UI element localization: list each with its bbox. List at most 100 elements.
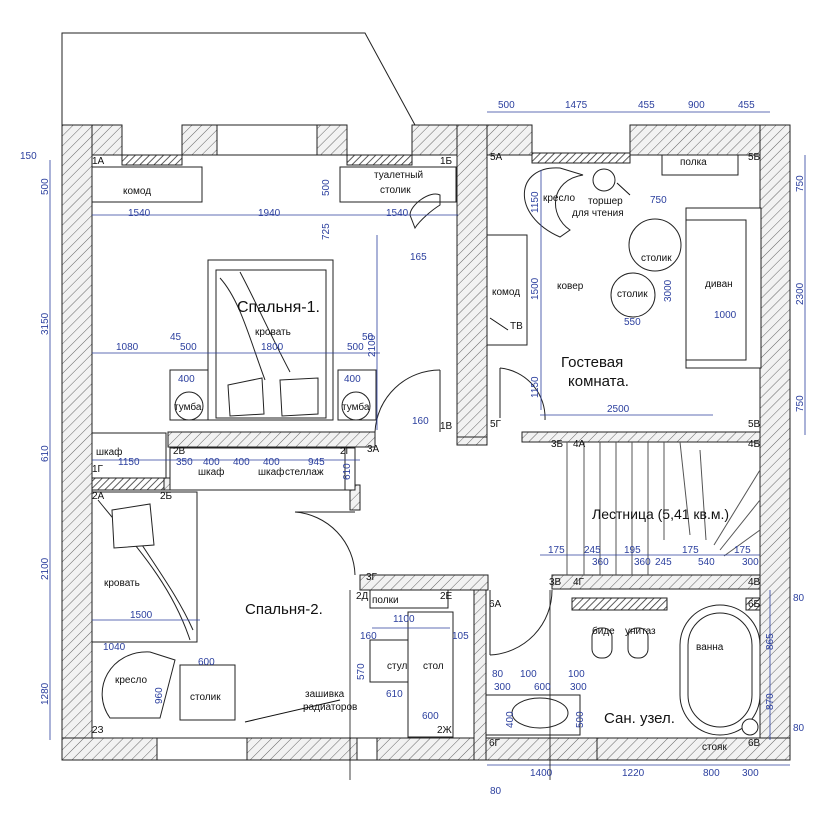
dimension-label: 1080 [116, 342, 139, 353]
furniture-label-shelving: стеллаж [285, 467, 324, 478]
furniture [91, 154, 762, 738]
dimension-label: 750 [650, 195, 667, 206]
dimension-label: 500 [347, 342, 364, 353]
point-label-4G: 4Г [573, 577, 584, 588]
room-label-bedroom-2: Спальня-2. [245, 601, 323, 618]
furniture-label-riser: стояк [702, 742, 727, 753]
point-label-2E: 2Е [440, 591, 453, 602]
dimension-lines [49, 111, 806, 766]
dimension-label: 160 [360, 631, 377, 642]
dimension-label: 865 [765, 633, 776, 650]
point-label-3A: 3А [367, 444, 380, 455]
room-label-bedroom-1: Спальня-1. [237, 299, 320, 316]
furniture-label-armchair-1: кресло [543, 193, 576, 204]
dimension-label: 400 [178, 374, 195, 385]
dimension-label: 1040 [103, 642, 126, 653]
dimension-label: 1150 [530, 376, 541, 398]
dimension-label: 1150 [530, 191, 541, 213]
dimension-label: 500 [498, 100, 515, 111]
dimension-label: 610 [386, 689, 403, 700]
dimension-label: 570 [356, 663, 367, 680]
dimension-label: 960 [154, 687, 165, 704]
point-label-1G: 1Г [92, 464, 103, 475]
dimension-label: 1500 [530, 277, 541, 300]
dimension-label: 610 [40, 445, 51, 462]
point-label-3G: 3Г [366, 572, 377, 583]
dimension-label: 500 [575, 711, 586, 728]
furniture-label-nightstand-left: тумба [174, 402, 202, 413]
dimension-label: 300 [742, 557, 759, 568]
point-label-4A: 4А [573, 439, 586, 450]
dimension-label: 175 [682, 545, 699, 556]
leader-arrows [244, 182, 631, 723]
furniture-label-bathtub: ванна [696, 642, 724, 653]
point-label-1A: 1А [92, 156, 105, 167]
furniture-label-floor-lamp-line2: для чтения [572, 208, 624, 219]
furniture-label-bed-2: кровать [104, 578, 140, 589]
dimension-label: 750 [795, 395, 806, 412]
dimension-label: 2100 [367, 334, 378, 357]
dimension-label: 105 [452, 631, 469, 642]
dimension-label: 600 [534, 682, 551, 693]
pillows [111, 377, 319, 549]
furniture-label-desk: стол [423, 661, 444, 672]
point-label-4V: 4В [748, 577, 761, 588]
room-label-staircase: Лестница (5,41 кв.м.) [592, 506, 730, 522]
door-swings [294, 367, 553, 656]
dimension-label: 80 [492, 669, 504, 680]
dimension-label: 1150 [118, 457, 140, 468]
dimension-label: 3150 [40, 312, 51, 335]
dimension-label: 245 [655, 557, 672, 568]
point-label-5V: 5В [748, 419, 761, 430]
dimension-label: 245 [584, 545, 601, 556]
point-label-6A: 6А [489, 599, 502, 610]
point-label-2Z: 2З [92, 725, 104, 736]
point-label-1V: 1В [440, 421, 453, 432]
point-label-6G: 6Г [489, 738, 500, 749]
furniture-label-sofa: диван [705, 279, 733, 290]
point-label-5A: 5А [490, 152, 503, 163]
furniture-label-floor-lamp-line1: торшер [588, 196, 623, 207]
dimension-label: 3000 [663, 279, 674, 302]
balcony-outline [61, 32, 416, 126]
dimension-label: 300 [570, 682, 587, 693]
room-label-guest-room-line2: комната. [568, 373, 629, 390]
dimension-label: 300 [494, 682, 511, 693]
point-label-1B: 1Б [440, 156, 453, 167]
dimension-label: 1280 [40, 682, 51, 705]
furniture-label-armchair-2: кресло [115, 675, 148, 686]
furniture-label-toilet: унитаз [625, 626, 656, 637]
armchairs [101, 167, 584, 719]
dimension-label: 600 [198, 657, 215, 668]
furniture-label-radiator-cover-line2: радиаторов [303, 702, 358, 713]
dimension-label: 80 [490, 786, 502, 797]
dimension-label: 100 [568, 669, 585, 680]
furniture-label-coffee-table-1: столик [641, 253, 672, 264]
dimension-label: 400 [233, 457, 250, 468]
point-label-6B: 6Б [748, 599, 761, 610]
furniture-label-vanity-line1: туалетный [374, 170, 424, 181]
dimension-label: 160 [412, 416, 429, 427]
dimension-label: 1475 [565, 100, 588, 111]
dimension-label: 800 [703, 768, 720, 779]
room-label-bathroom: Сан. узел. [604, 710, 675, 727]
dimension-label: 175 [548, 545, 565, 556]
point-label-2B: 2Б [160, 491, 173, 502]
furniture-label-tv: ТВ [510, 321, 523, 332]
room-label-guest-room-line1: Гостевая [561, 354, 624, 371]
dimension-label: 1800 [261, 342, 284, 353]
dimension-label: 80 [793, 593, 805, 604]
point-label-2A: 2А [92, 491, 105, 502]
dimension-label: 400 [263, 457, 280, 468]
dimension-label: 2500 [607, 404, 630, 415]
dimension-label: 1000 [714, 310, 737, 321]
point-label-2D: 2Д [356, 591, 369, 602]
dimension-label: 550 [624, 317, 641, 328]
dimension-label: 725 [321, 223, 332, 240]
dimension-label: 2300 [795, 282, 806, 305]
dimension-label: 600 [422, 711, 439, 722]
furniture-label-dresser: комод [123, 186, 152, 197]
dimension-label: 165 [410, 252, 427, 263]
dimension-label: 1940 [258, 208, 281, 219]
